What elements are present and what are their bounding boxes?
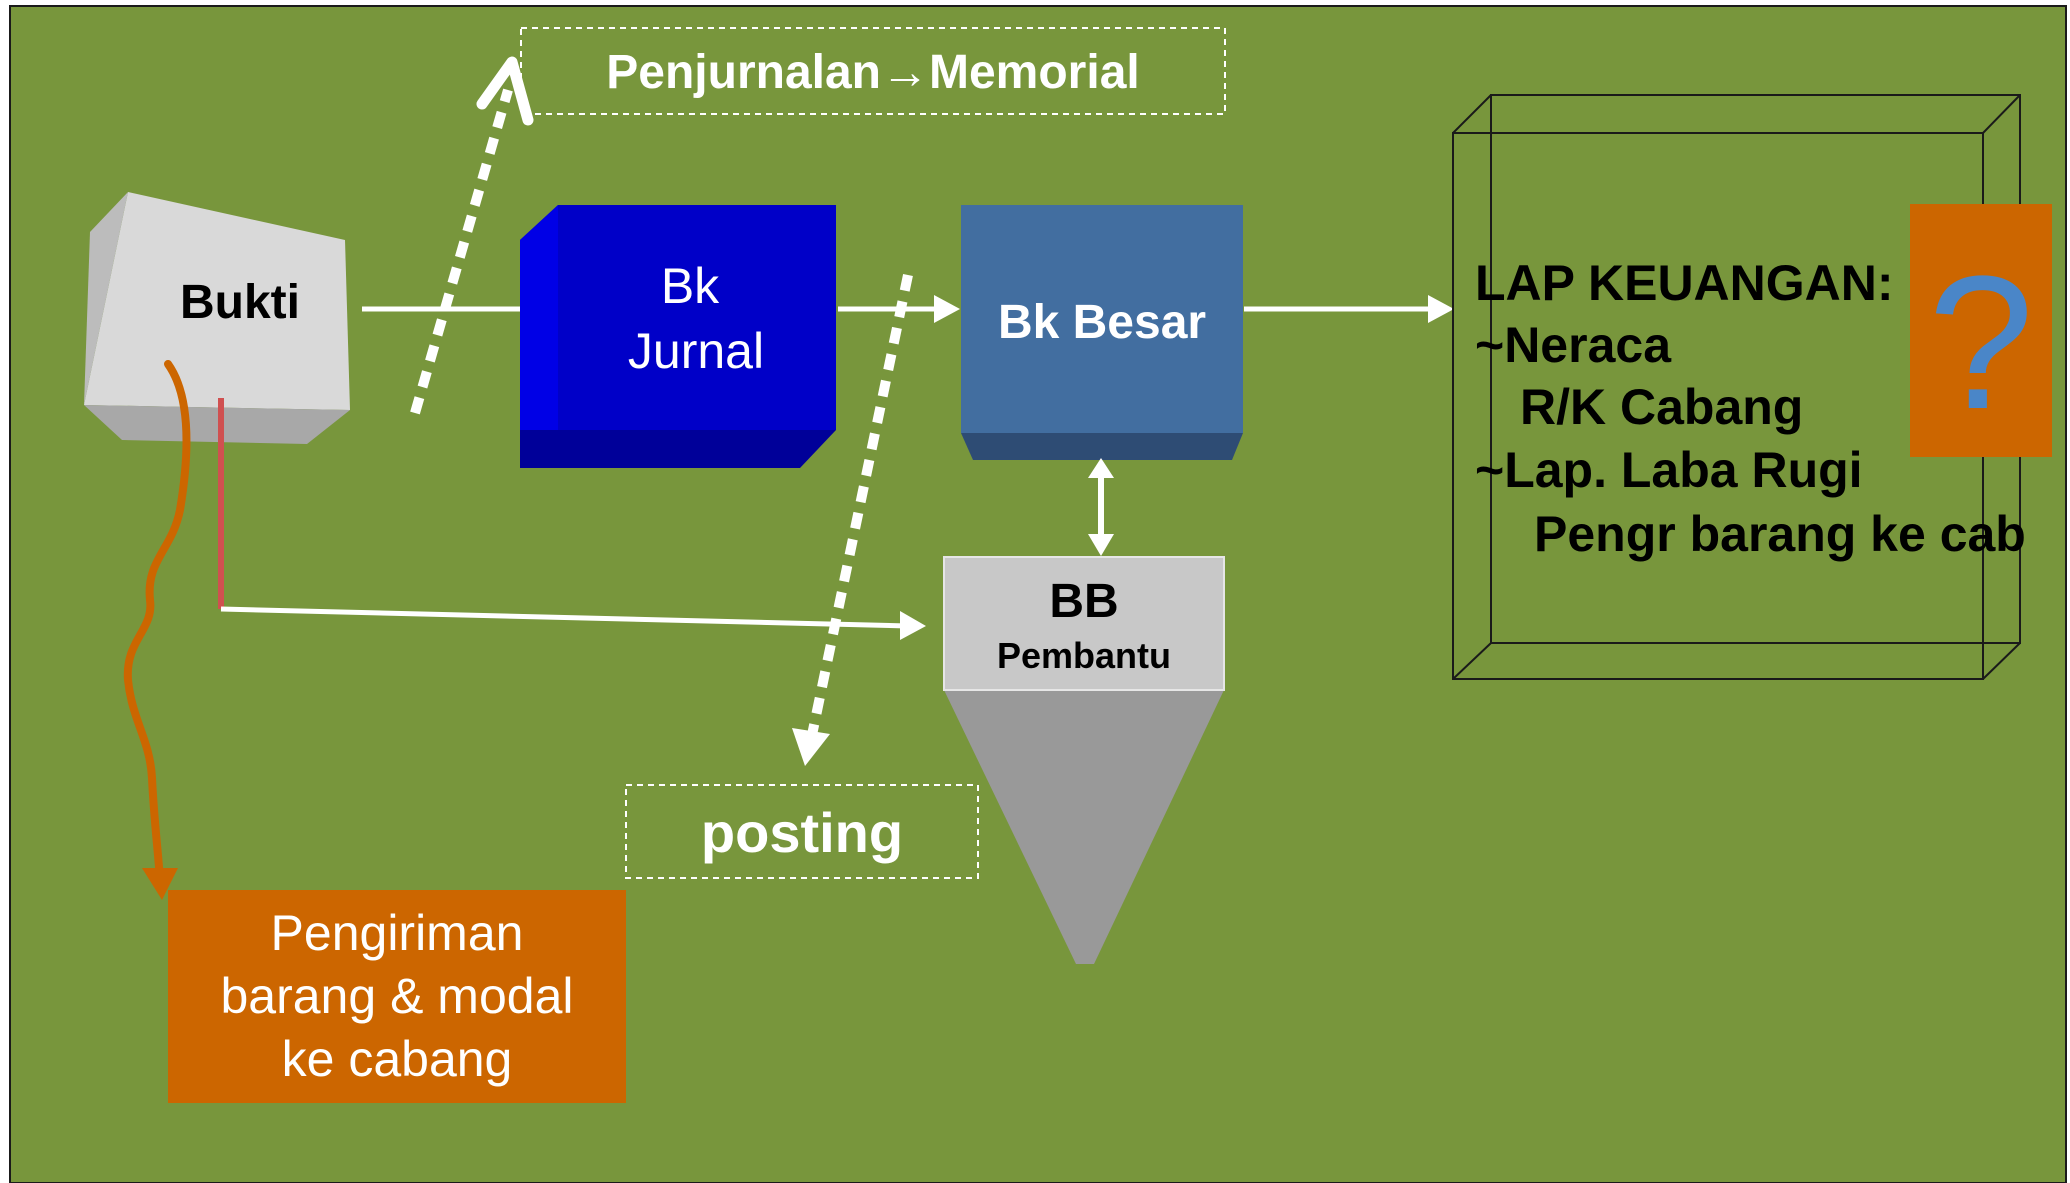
pengiriman-box bbox=[168, 890, 626, 1103]
bukti-box bbox=[84, 192, 350, 444]
posting-dotted-arrow bbox=[807, 273, 913, 737]
memorial-label-box bbox=[520, 27, 1226, 115]
bk-jurnal-line2: Jurnal bbox=[628, 323, 764, 379]
memorial-label: Penjurnalan→Memorial bbox=[606, 46, 1139, 99]
memorial-dotted-arrow bbox=[410, 88, 513, 415]
arrowhead-jurnal-to-besar bbox=[934, 295, 960, 323]
bk-besar-label: Bk Besar bbox=[998, 296, 1206, 349]
bb-pembantu-shape bbox=[943, 556, 1225, 964]
lap-line-laba-rugi: ~Lap. Laba Rugi bbox=[1475, 442, 1863, 498]
arrowhead-up bbox=[1088, 458, 1114, 478]
pengiriman-line3: ke cabang bbox=[282, 1031, 513, 1087]
bk-besar-box bbox=[961, 205, 1243, 460]
lap-line-rk-cabang: R/K Cabang bbox=[1520, 379, 1803, 435]
bb-pembantu-line1: BB bbox=[1049, 575, 1118, 628]
pengiriman-line2: barang & modal bbox=[220, 968, 573, 1024]
posting-label-box bbox=[625, 784, 979, 879]
orange-curve-line bbox=[123, 360, 191, 884]
memorial-arrowhead bbox=[476, 56, 534, 126]
question-mark-icon: ? bbox=[1928, 237, 2034, 449]
bb-pembantu-line2: Pembantu bbox=[997, 635, 1171, 676]
orange-arrowhead bbox=[142, 868, 178, 900]
arrowhead-down bbox=[1088, 534, 1114, 556]
lap-line-neraca: ~Neraca bbox=[1475, 317, 1672, 373]
bk-jurnal-line1: Bk bbox=[661, 258, 720, 314]
lap-keuangan-title: LAP KEUANGAN: bbox=[1475, 255, 1894, 311]
question-box bbox=[1910, 204, 2052, 457]
arrowhead-besar-to-lap bbox=[1428, 295, 1454, 323]
posting-label: posting bbox=[701, 801, 903, 864]
arrowhead-bukti-to-bb bbox=[900, 611, 926, 640]
bukti-label: Bukti bbox=[180, 276, 300, 329]
bk-jurnal-box bbox=[520, 205, 836, 468]
arrow-bukti-to-bb bbox=[220, 606, 909, 629]
pengiriman-line1: Pengiriman bbox=[271, 905, 524, 961]
lap-line-pengr-barang: Pengr barang ke cab bbox=[1534, 506, 2026, 562]
posting-arrowhead bbox=[792, 728, 830, 766]
